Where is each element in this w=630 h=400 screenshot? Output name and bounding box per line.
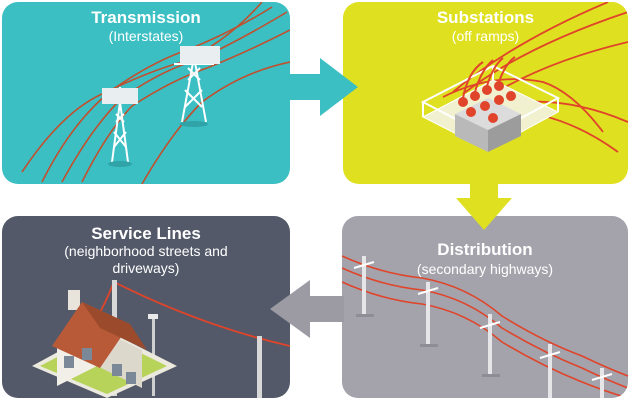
transmission-panel: Transmission (Interstates)	[2, 2, 290, 184]
service-lines-subtitle: (neighborhood streets and driveways)	[64, 243, 228, 276]
service-lines-panel: Service Lines (neighborhood streets and …	[2, 216, 290, 398]
flow-arrow-icon	[270, 280, 344, 338]
flow-arrow-icon	[290, 58, 358, 116]
transmission-tower-icon	[21, 2, 290, 184]
flow-arrow-icon	[456, 180, 512, 230]
house-icon	[32, 280, 290, 398]
substations-title: Substations	[436, 8, 535, 27]
distribution-title: Distribution	[437, 240, 533, 259]
distribution-panel: Distribution (secondary highways)	[342, 216, 628, 398]
distribution-subtitle: (secondary highways)	[416, 261, 554, 277]
transmission-subtitle: (Interstates)	[108, 28, 184, 44]
transmission-title: Transmission	[91, 8, 201, 27]
substation-transformer-icon	[420, 2, 628, 153]
service-lines-title: Service Lines	[91, 224, 201, 243]
utility-pole-icon	[342, 255, 628, 398]
substations-subtitle: (off ramps)	[451, 28, 520, 44]
substations-panel: Substations (off ramps)	[343, 2, 628, 184]
